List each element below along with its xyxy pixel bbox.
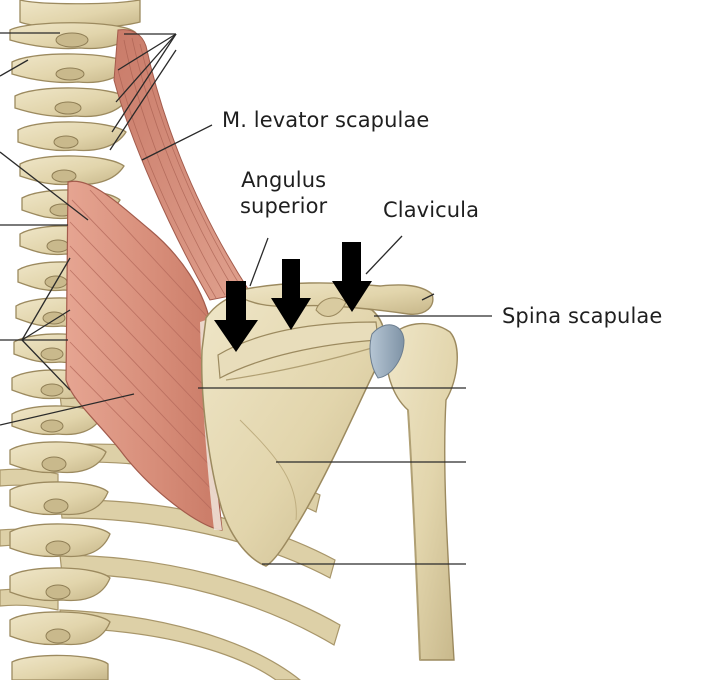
label-angulus-line2: superior (240, 194, 328, 218)
arrow-down-3 (332, 242, 372, 312)
label-clavicula: Clavicula (383, 198, 480, 222)
label-spina-scapulae: Spina scapulae (502, 304, 663, 328)
leader-lines (0, 32, 492, 565)
levator-scapulae-muscle (113, 29, 251, 301)
label-angulus-superior: Angulus superior (240, 167, 327, 219)
humerus (385, 322, 458, 661)
glenoid-cartilage (369, 324, 405, 379)
arrow-group (214, 242, 372, 352)
scapula (200, 291, 386, 567)
arrow-down-1 (214, 281, 258, 352)
arrow-down-2 (271, 259, 311, 330)
label-levator-scapulae: M. levator scapulae (222, 108, 430, 132)
spinous-processes (40, 32, 89, 644)
label-angulus-line1: Angulus (241, 168, 327, 192)
